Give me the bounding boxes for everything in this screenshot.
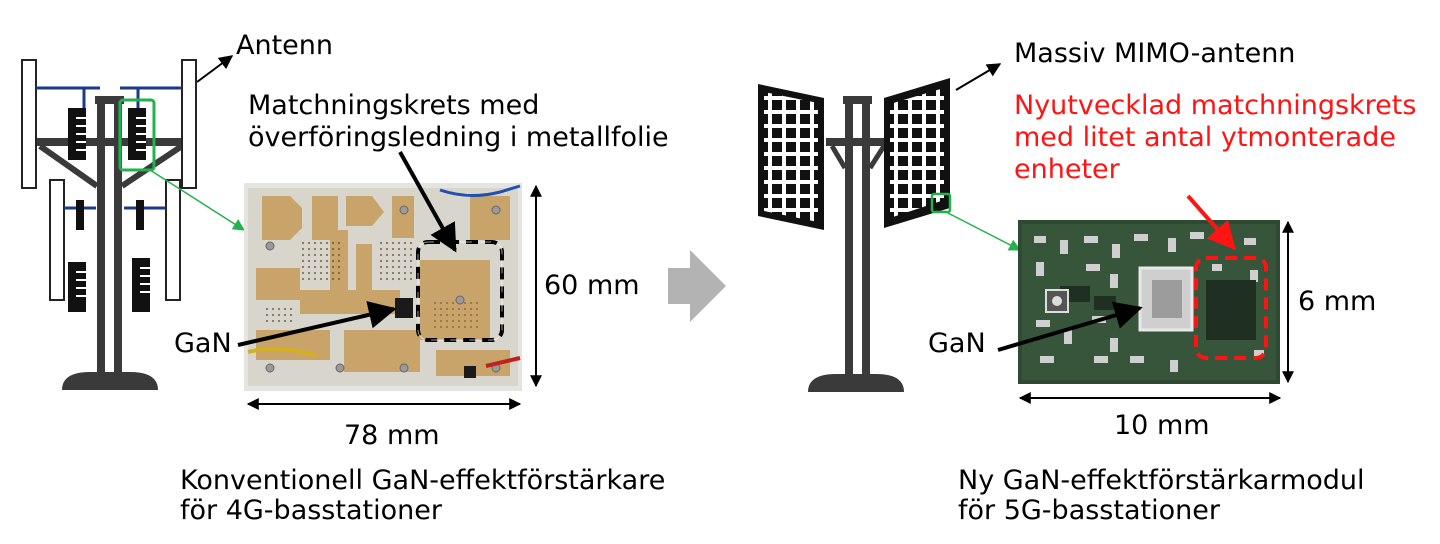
massive-mimo-tower	[758, 78, 952, 392]
matching-circuit-pointer-right	[1186, 194, 1236, 251]
new-module-photo	[1018, 220, 1280, 384]
caption-left-line2: för 4G-basstationer	[180, 495, 442, 526]
caption-right-line1: Ny GaN-effektförstärkarmodul	[958, 465, 1365, 496]
gan-pointer-left	[237, 301, 397, 347]
conventional-pcb-photo	[244, 183, 522, 391]
height-label-left: 60 mm	[544, 270, 640, 301]
caption-right-line2: för 5G-basstationer	[958, 495, 1220, 526]
gan-label-left: GaN	[174, 328, 232, 359]
antenna-pointer-right	[955, 63, 1002, 91]
gan-label-right: GaN	[928, 328, 986, 359]
width-label-left: 78 mm	[344, 420, 440, 451]
height-label-right: 6 mm	[1298, 286, 1377, 317]
caption-left-line1: Konventionell GaN-effektförstärkare	[180, 465, 666, 496]
gan-pointer-right	[997, 301, 1143, 352]
module-highlight-box	[930, 192, 952, 214]
antenna-label-left: Antenn	[236, 30, 334, 61]
transition-arrow	[668, 250, 726, 322]
green-pointer-right	[945, 211, 1022, 251]
conventional-antenna-tower	[21, 59, 197, 390]
matching-circuit-pointer-left	[398, 151, 457, 253]
matching-circuit-label-right-line2: med litet antal ytmonterade	[1014, 122, 1396, 153]
width-label-right: 10 mm	[1114, 410, 1210, 441]
green-pointer-left	[149, 169, 246, 231]
matching-circuit-label-left-line1: Matchningskrets med	[248, 90, 540, 121]
antenna-label-right: Massiv MIMO-antenn	[1014, 38, 1296, 69]
amplifier-highlight-box	[118, 98, 156, 172]
matching-circuit-label-left-line2: överföringsledning i metallfolie	[248, 122, 669, 153]
matching-circuit-label-right-line1: Nyutvecklad matchningskrets	[1014, 90, 1417, 121]
matching-circuit-box-right	[1194, 256, 1268, 360]
matching-circuit-label-right-line3: enheter	[1014, 154, 1120, 185]
antenna-pointer-left	[196, 55, 234, 83]
